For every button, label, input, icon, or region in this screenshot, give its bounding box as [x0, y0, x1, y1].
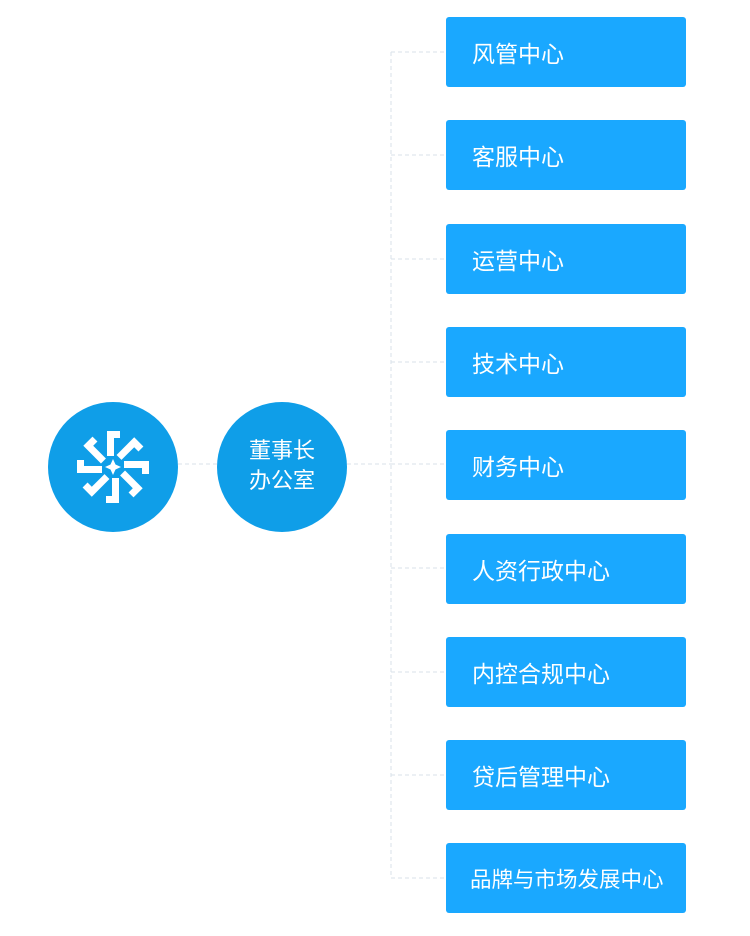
dept-finance[interactable]: 财务中心 — [446, 430, 686, 500]
dept-technology[interactable]: 技术中心 — [446, 327, 686, 397]
dept-internal-control-compliance[interactable]: 内控合规中心 — [446, 637, 686, 707]
dept-operations[interactable]: 运营中心 — [446, 224, 686, 294]
chairman-office-line1: 董事长 — [248, 439, 315, 464]
dept-post-loan-management[interactable]: 贷后管理中心 — [446, 740, 686, 810]
dept-customer-service[interactable]: 客服中心 — [446, 120, 686, 190]
dept-brand-market-development[interactable]: 品牌与市场发展中心 — [446, 843, 686, 913]
company-logo — [48, 402, 178, 532]
chairman-office-label: 董事长 办公室 — [249, 437, 315, 497]
dept-hr-admin[interactable]: 人资行政中心 — [446, 534, 686, 604]
dept-risk-management[interactable]: 风管中心 — [446, 17, 686, 87]
pinwheel-logo-icon — [77, 431, 149, 503]
chairman-office-line2: 办公室 — [248, 469, 315, 494]
chairman-office-node[interactable]: 董事长 办公室 — [217, 402, 347, 532]
